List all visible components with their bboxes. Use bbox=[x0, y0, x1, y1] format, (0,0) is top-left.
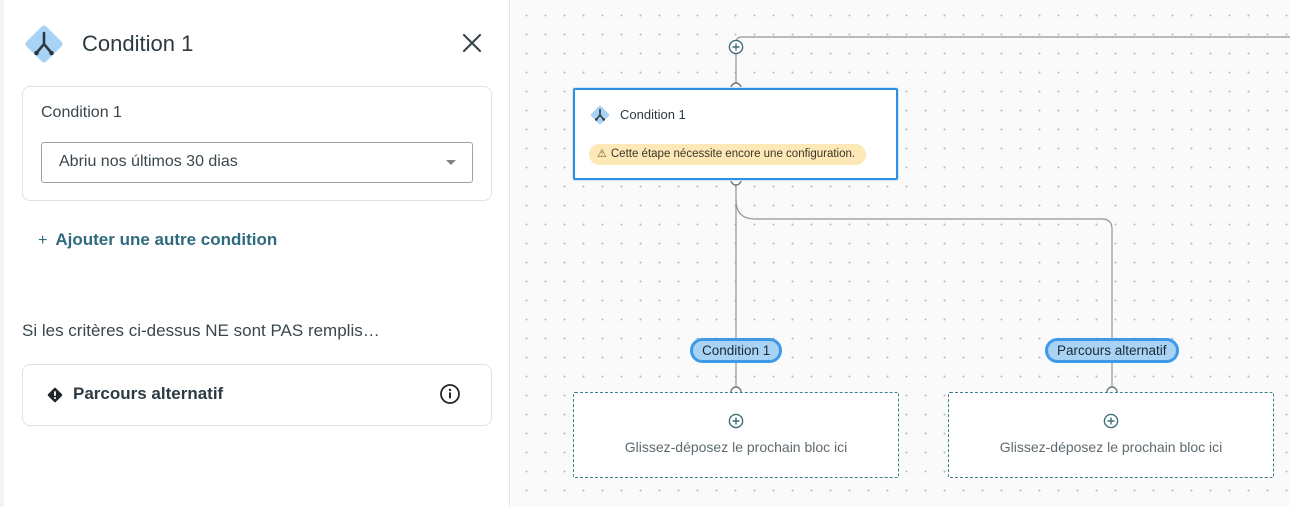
chevron-down-icon bbox=[446, 160, 456, 165]
add-condition-button[interactable]: + Ajouter une autre condition bbox=[38, 230, 277, 250]
dropzone-text: Glissez-déposez le prochain bloc ici bbox=[624, 439, 848, 455]
dropzone-alternative-branch[interactable]: Glissez-déposez le prochain bloc ici bbox=[948, 392, 1274, 478]
split-icon bbox=[25, 25, 63, 63]
else-description: Si les critères ci-dessus NE sont PAS re… bbox=[22, 321, 380, 340]
plus-icon[interactable] bbox=[1103, 413, 1119, 429]
add-step-icon[interactable] bbox=[728, 39, 744, 55]
close-icon[interactable] bbox=[460, 31, 484, 55]
alternative-path-label: Parcours alternatif bbox=[73, 384, 224, 403]
configuration-warning-badge: ⚠Cette étape nécessite encore une config… bbox=[589, 144, 867, 165]
condition-card: Condition 1 Abriu nos últimos 30 dias bbox=[22, 86, 492, 201]
node-title: Condition 1 bbox=[620, 107, 686, 122]
warning-triangle-icon: ⚠ bbox=[597, 148, 607, 160]
dropzone-text: Glissez-déposez le prochain bloc ici bbox=[999, 439, 1223, 455]
warning-text: Cette étape nécessite encore une configu… bbox=[610, 148, 856, 160]
add-condition-label: Ajouter une autre condition bbox=[55, 230, 278, 249]
branch-label-alternative[interactable]: Parcours alternatif bbox=[1045, 338, 1179, 363]
condition-label: Condition 1 bbox=[41, 104, 122, 121]
workflow-canvas[interactable]: Condition 1 ⚠Cette étape nécessite encor… bbox=[511, 0, 1290, 507]
condition-settings-panel: Condition 1 Condition 1 Abriu nos último… bbox=[0, 0, 510, 507]
condition-select-value: Abriu nos últimos 30 dias bbox=[59, 153, 238, 170]
panel-header: Condition 1 bbox=[22, 22, 490, 66]
plus-icon[interactable] bbox=[728, 413, 744, 429]
warning-diamond-icon bbox=[47, 387, 63, 403]
panel-title: Condition 1 bbox=[82, 31, 194, 56]
branch-label-condition[interactable]: Condition 1 bbox=[690, 338, 783, 363]
dropzone-condition-branch[interactable]: Glissez-déposez le prochain bloc ici bbox=[573, 392, 899, 478]
plus-icon: + bbox=[38, 232, 48, 249]
split-icon bbox=[590, 105, 610, 125]
alternative-path-card[interactable]: Parcours alternatif bbox=[22, 364, 492, 426]
info-icon[interactable] bbox=[439, 383, 461, 405]
condition-select[interactable]: Abriu nos últimos 30 dias bbox=[41, 142, 473, 183]
condition-node[interactable]: Condition 1 ⚠Cette étape nécessite encor… bbox=[573, 88, 898, 180]
panel-edge bbox=[0, 0, 4, 507]
